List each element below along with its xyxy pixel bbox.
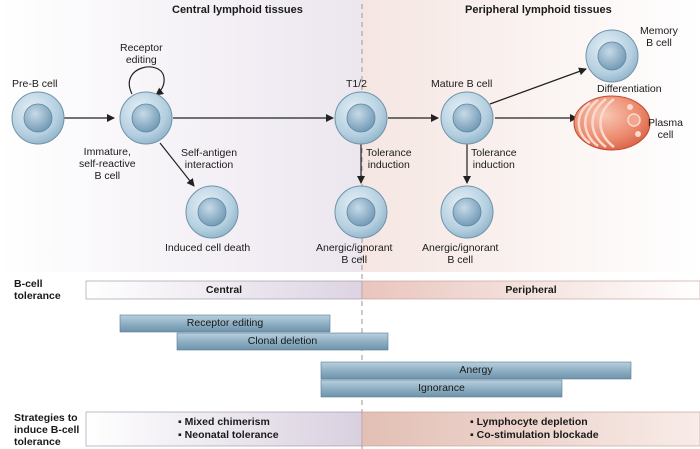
clonal-deletion-bar bbox=[176, 332, 389, 351]
differentiation-label: Differentiation bbox=[597, 83, 662, 95]
central-strategies-band bbox=[85, 411, 363, 447]
mature-b-cell-label: Mature B cell bbox=[431, 78, 493, 90]
plasma-cell-label: Plasma cell bbox=[648, 117, 684, 141]
plasma-cell-icon bbox=[573, 95, 651, 151]
t12-label: T1/2 bbox=[346, 78, 368, 90]
list-item: ▪ Co-stimulation blockade bbox=[470, 429, 599, 441]
ignorance-bar bbox=[320, 379, 563, 398]
memory-b-cell-icon bbox=[585, 29, 639, 83]
receptor-editing-label: Receptor editing bbox=[120, 42, 163, 66]
induced-cell-death-label: Induced cell death bbox=[165, 242, 251, 254]
central-strategies-list: ▪ Mixed chimerism ▪ Neonatal tolerance bbox=[178, 416, 279, 442]
strategies-label: Strategies to induce B-cell tolerance bbox=[14, 412, 80, 448]
immature-b-cell-label: Immature, self-reactive B cell bbox=[79, 146, 136, 182]
pre-b-cell-label: Pre-B cell bbox=[12, 78, 58, 90]
peripheral-header: Peripheral lymphoid tissues bbox=[465, 4, 612, 16]
anergic-b-cell-peripheral-icon bbox=[440, 185, 494, 239]
list-item: ▪ Lymphocyte depletion bbox=[470, 416, 588, 428]
arrows bbox=[64, 66, 587, 187]
clonal-deletion-bar-label: Clonal deletion bbox=[247, 335, 318, 347]
tolerance-induction-peripheral-label: Tolerance induction bbox=[471, 147, 517, 171]
central-region bbox=[0, 0, 362, 272]
list-item: ▪ Mixed chimerism bbox=[178, 416, 270, 428]
pre-b-cell-icon bbox=[11, 91, 65, 145]
central-tolerance-label: Central bbox=[205, 284, 243, 296]
anergy-bar-label: Anergy bbox=[459, 364, 493, 376]
receptor-editing-bar bbox=[119, 314, 331, 333]
anergic-b-cell-central-icon bbox=[334, 185, 388, 239]
anergy-bar bbox=[320, 361, 632, 380]
b-cell-tolerance-label: B-cell tolerance bbox=[14, 278, 61, 302]
t12-b-cell-icon bbox=[334, 91, 388, 145]
dying-b-cell-icon bbox=[185, 185, 239, 239]
receptor-editing-bar-label: Receptor editing bbox=[186, 317, 264, 329]
self-antigen-label: Self-antigen interaction bbox=[181, 147, 238, 171]
central-header: Central lymphoid tissues bbox=[172, 4, 303, 16]
ignorance-bar-label: Ignorance bbox=[418, 382, 465, 394]
anergic-central-label: Anergic/ignorant B cell bbox=[316, 242, 393, 266]
peripheral-strategies-list: ▪ Lymphocyte depletion ▪ Co-stimulation … bbox=[470, 416, 599, 442]
mature-b-cell-icon bbox=[440, 91, 494, 145]
peripheral-strategies-band bbox=[361, 411, 700, 447]
list-item: ▪ Neonatal tolerance bbox=[178, 429, 279, 441]
peripheral-tolerance-label: Peripheral bbox=[505, 284, 557, 296]
memory-b-cell-label: Memory B cell bbox=[640, 25, 678, 49]
tolerance-induction-central-label: Tolerance induction bbox=[366, 147, 412, 171]
anergic-peripheral-label: Anergic/ignorant B cell bbox=[422, 242, 499, 266]
peripheral-tolerance-band bbox=[361, 280, 700, 300]
immature-b-cell-icon bbox=[119, 91, 173, 145]
